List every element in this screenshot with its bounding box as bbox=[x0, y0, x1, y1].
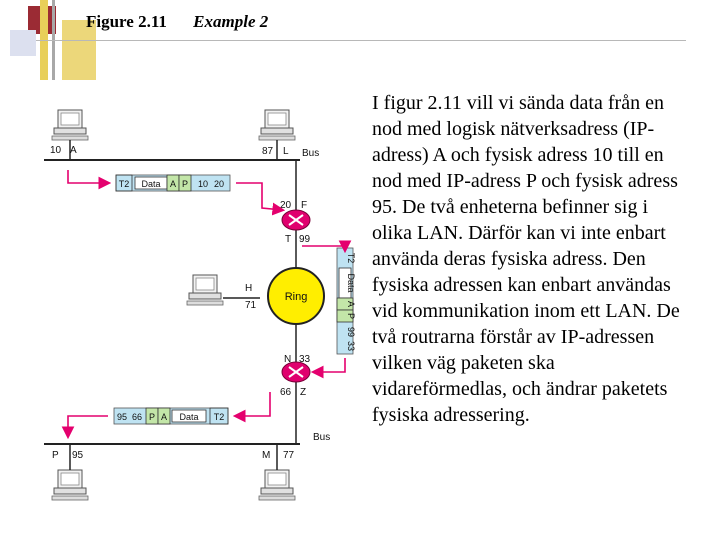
router-bottom-upper-physical: 33 bbox=[299, 354, 311, 365]
packet-1-field-3: A bbox=[170, 179, 176, 189]
slide-title: Figure 2.11 Example 2 bbox=[86, 12, 268, 32]
packet-3-field-1: 95 bbox=[117, 412, 127, 422]
arrow-6 bbox=[61, 415, 108, 440]
packet-2: T2 Data A P 99 33 bbox=[336, 247, 356, 355]
packet-3-field-4: A bbox=[161, 412, 167, 422]
packet-1-field-6: 20 bbox=[214, 179, 224, 189]
computer-top-left bbox=[51, 109, 89, 160]
packet-2-field-1: T2 bbox=[346, 253, 356, 264]
node-h-physical: 71 bbox=[245, 300, 257, 311]
node-p-logical: P bbox=[52, 450, 59, 461]
accent-bar-yellow bbox=[62, 20, 96, 80]
bus-label-top: Bus bbox=[302, 148, 319, 159]
node-a-physical: 10 bbox=[50, 145, 62, 156]
router-top-lower-logical: T bbox=[285, 234, 291, 245]
packet-1-field-4: P bbox=[182, 179, 188, 189]
computer-top-right bbox=[258, 109, 296, 160]
accent-square-light bbox=[10, 30, 36, 56]
router-top-lower-physical: 99 bbox=[299, 234, 311, 245]
packet-2-field-3: A bbox=[346, 301, 356, 307]
packet-1-field-1: T2 bbox=[119, 179, 130, 189]
packet-1-field-2: Data bbox=[141, 179, 160, 189]
packet-3-field-3: P bbox=[149, 412, 155, 422]
arrow-4 bbox=[310, 358, 346, 379]
router-bottom-lower-physical: 66 bbox=[280, 387, 292, 398]
packet-3-field-2: 66 bbox=[132, 412, 142, 422]
arrow-3 bbox=[302, 240, 352, 254]
computer-middle bbox=[186, 274, 224, 306]
node-m-logical: M bbox=[262, 450, 270, 461]
node-h-logical: H bbox=[245, 283, 252, 294]
body-text: I figur 2.11 vill vi sända data från en … bbox=[372, 92, 680, 426]
node-m-physical: 77 bbox=[283, 450, 295, 461]
packet-2-field-5: 99 bbox=[346, 327, 356, 337]
packet-2-field-6: 33 bbox=[346, 341, 356, 351]
computer-bottom-right bbox=[258, 444, 296, 501]
node-l-physical: 87 bbox=[262, 146, 274, 157]
arrow-5 bbox=[232, 392, 271, 423]
arrow-2 bbox=[236, 182, 286, 216]
computer-bottom-left bbox=[51, 444, 89, 501]
arrow-1 bbox=[67, 170, 112, 190]
node-l-logical: L bbox=[283, 146, 289, 157]
packet-3-field-5: Data bbox=[179, 412, 198, 422]
figure-label: Figure 2.11 bbox=[86, 12, 167, 31]
router-top bbox=[281, 209, 311, 231]
packet-2-field-2: Data bbox=[346, 273, 356, 292]
node-p-physical: 95 bbox=[72, 450, 84, 461]
router-bottom-lower-logical: Z bbox=[300, 387, 306, 398]
title-divider bbox=[36, 40, 686, 41]
packet-1-field-5: 10 bbox=[198, 179, 208, 189]
example-label: Example 2 bbox=[193, 12, 269, 31]
packet-3-field-6: T2 bbox=[214, 412, 225, 422]
router-bottom-upper-logical: N bbox=[284, 354, 291, 365]
bus-label-bottom: Bus bbox=[313, 432, 330, 443]
packet-3: 95 66 P A Data T2 bbox=[113, 407, 229, 425]
router-bottom bbox=[281, 361, 311, 383]
ring-network bbox=[267, 267, 325, 325]
node-a-logical: A bbox=[70, 145, 77, 156]
router-top-upper-physical: 20 bbox=[280, 200, 292, 211]
packet-1: T2 Data A P 10 20 bbox=[115, 174, 231, 192]
ring-label: Ring bbox=[285, 291, 308, 303]
router-top-upper-logical: F bbox=[301, 200, 307, 211]
packet-2-field-4: P bbox=[346, 313, 356, 319]
